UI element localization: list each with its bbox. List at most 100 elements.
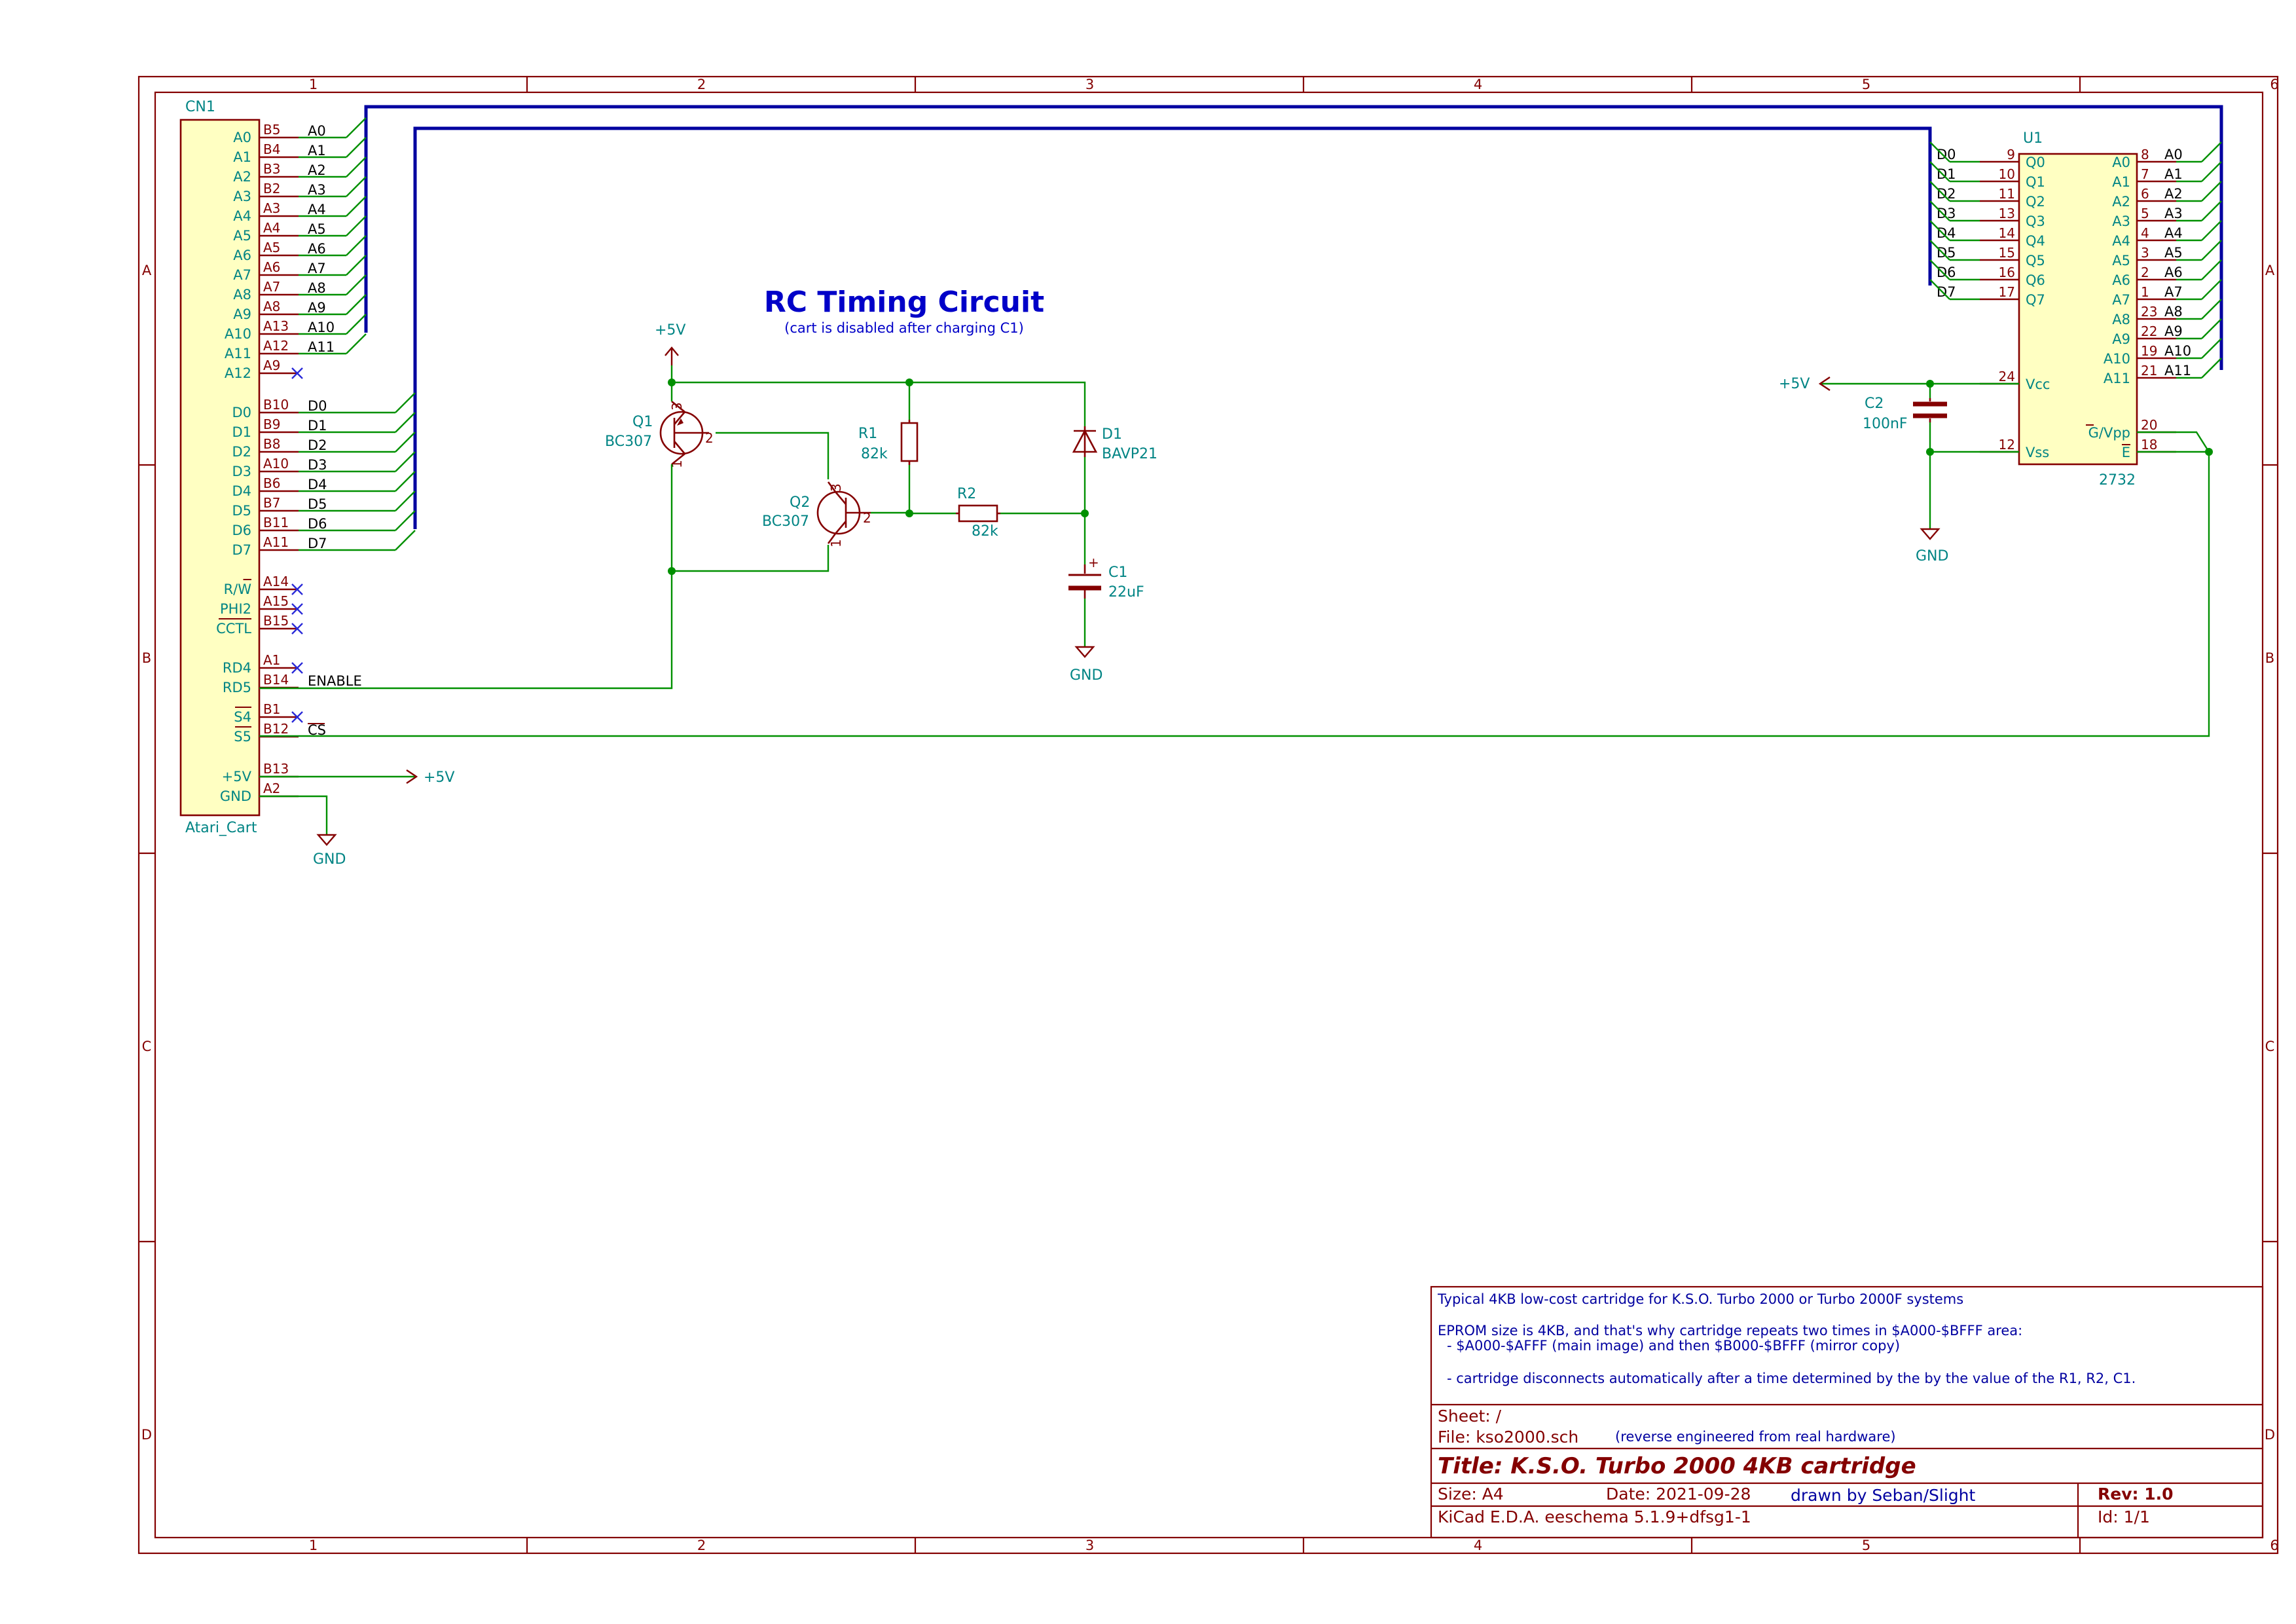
frame-column-label: 4 [1474,77,1482,92]
u1-reference: U1 [2023,130,2043,147]
capacitor-c2[interactable]: C2 100nF [1863,396,1947,432]
bus-entry [395,490,416,511]
note-line-4: - cartridge disconnects automatically af… [1447,1371,2136,1386]
frame-column-label: 5 [1862,1538,1870,1553]
frame-row-label: B [2265,650,2274,666]
bus-entry [1929,220,1950,241]
bus-entry [346,314,367,335]
cn1-pin-number: B3 [263,161,280,177]
transistor-q2[interactable]: 3 1 2 Q2 BC307 [762,481,871,547]
title-block-author: drawn by Seban/Slight [1791,1486,1975,1505]
note-line-1: Typical 4KB low-cost cartridge for K.S.O… [1437,1291,1963,1307]
eprom-u1[interactable]: U1 2732 Q09D0Q110D1Q211D2Q313D3Q414D4Q51… [1929,130,2222,489]
bus-entry [346,196,367,217]
u1-pin-number: 16 [1999,265,2015,280]
title-block-file: File: kso2000.sch [1438,1428,1578,1447]
resistor-r2[interactable]: R2 82k [956,486,1000,540]
no-connect-mark [291,711,303,723]
bus-entry [2201,240,2222,261]
u1-pin-name: E [2122,445,2130,460]
u1-left-pins: Q09D0Q110D1Q211D2Q313D3Q414D4Q515D5Q616D… [1929,141,2050,460]
u1-pin-number: 12 [1999,437,2015,452]
frame-column-label: 6 [2270,77,2278,92]
cn1-net-label: A11 [308,339,335,355]
cn1-pin-number: B4 [263,141,280,157]
u1-pin-name: A2 [2112,194,2130,210]
u1-pin-number: 21 [2141,363,2157,378]
u1-net-label: A10 [2164,343,2191,359]
resistor-r1[interactable]: R1 82k [858,420,919,465]
u1-pin-name: A11 [2104,371,2130,386]
bus-entry [1929,200,1950,221]
cs-wire [259,452,2210,737]
transistor-q1[interactable]: 3 1 2 Q1 BC307 [605,400,714,468]
bus-entry [395,451,416,472]
frame-column-label: 3 [1085,77,1094,92]
rc-vcc-label: +5V [655,322,685,339]
u1-net-label: A8 [2164,304,2183,320]
no-connect-mark [291,583,303,595]
title-block-file-note: (reverse engineered from real hardware) [1615,1429,1896,1445]
cn1-pin-number: A8 [263,299,280,314]
cn1-net-label: D2 [308,437,327,453]
u1-pin-number: 4 [2141,225,2149,241]
rc-timing-subtitle: (cart is disabled after charging C1) [784,320,1024,336]
u1-pin-name: A8 [2112,312,2130,327]
bus-entry [1929,279,1950,300]
bus-entry [395,471,416,492]
cn1-net-label: A4 [308,202,326,217]
bus-entry [2201,338,2222,359]
cn1-pin-name: PHI2 [220,601,251,617]
no-connect-mark [291,623,303,635]
u1-pin-name: Q1 [2026,174,2045,190]
cn1-vcc-label: +5V [424,769,454,786]
u1-pin-number: 9 [2007,147,2015,162]
cn1-net-label: D6 [308,516,327,532]
cn1-pin-name: A12 [225,365,251,381]
notes-box: Typical 4KB low-cost cartridge for K.S.O… [1430,1285,2264,1539]
cn1-pin-name: S5 [234,729,251,745]
u1-net-label: A2 [2164,186,2183,202]
u1-pin-name: A5 [2112,253,2130,268]
u1-pin-number: 14 [1999,225,2015,241]
capacitor-c1[interactable]: + C1 22uF [1068,555,1144,600]
u1-pin-name: Q5 [2026,253,2045,268]
u1-pin-number: 5 [2141,206,2149,221]
frame-row-label: C [142,1039,152,1054]
no-connect-mark [291,662,303,674]
bus-entry [2201,181,2222,202]
bus-entry [2201,200,2222,221]
u1-net-label: D2 [1937,186,1956,202]
bus-entry [346,333,367,354]
cn1-pin-number: B11 [263,515,289,530]
cn1-pin-name: A1 [233,149,251,165]
cn1-pin-number: A15 [263,593,289,609]
cn1-pin-number: B8 [263,436,280,452]
q2-reference: Q2 [790,494,810,511]
bus-entry [346,274,367,295]
u1-net-label: D5 [1937,245,1956,261]
frame-row-label: B [142,650,151,666]
cn1-pin-number: B2 [263,181,280,196]
diode-d1[interactable]: D1 BAVP21 [1072,426,1157,462]
bus-entry [1929,240,1950,261]
u1-pin-number: 19 [2141,343,2157,359]
cn1-pin-number: A7 [263,279,280,295]
cn1-pin-number: A10 [263,456,289,471]
c2-value: 100nF [1863,416,1908,432]
u1-pin-number: 18 [2141,437,2157,452]
bus-entry [395,530,416,551]
cn1-pin-number: B10 [263,397,289,413]
u1-pin-name: A0 [2112,155,2130,170]
frame-column-label: 1 [309,77,318,92]
u1-pin-number: 13 [1999,206,2015,221]
cn1-pin-number: B6 [263,475,280,491]
cn1-pin-number: B15 [263,613,289,629]
cn1-pin-number: B13 [263,761,289,777]
u1-pin-name: A1 [2112,174,2130,190]
u1-pin-name: G/Vpp [2088,425,2130,441]
cn1-pin-number: A11 [263,534,289,550]
